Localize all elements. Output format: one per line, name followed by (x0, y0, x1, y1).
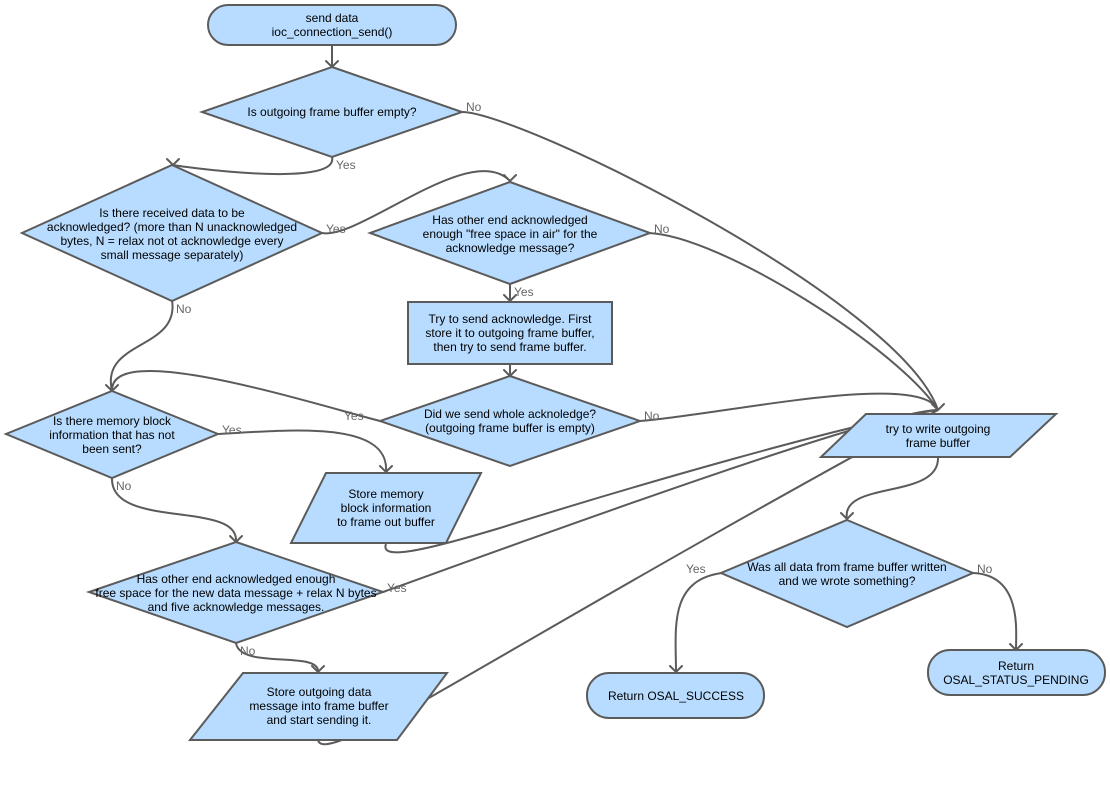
node-return-success-line-1: Return OSAL_SUCCESS (608, 689, 744, 703)
edge-sent-whole-no (639, 392, 939, 422)
io-store-data-message-line-3: and start sending it. (267, 713, 372, 727)
io-write-frame-buffer-line-1: try to write outgoing (886, 422, 991, 436)
decision-received-data: Is there received data to be acknowledge… (19, 163, 325, 303)
io-store-memory-block-line-1: Store memory (348, 487, 423, 501)
label-received-yes: Yes (326, 222, 346, 236)
process-send-ack-line-3: then try to send frame buffer. (433, 340, 586, 354)
edge-memory-block-yes (217, 429, 388, 473)
decision-sent-whole-ack-line-2: (outgoing frame buffer is empty) (425, 421, 595, 435)
label-buffer-empty-no: No (466, 100, 482, 114)
decision-free-space-data-line-3: and five acknowledge messages. (148, 600, 325, 614)
node-start: send data ioc_connection_send() (207, 4, 457, 46)
node-return-success: Return OSAL_SUCCESS (586, 672, 765, 719)
node-start-line-2: ioc_connection_send() (272, 25, 393, 39)
label-free-space-ack-yes: Yes (514, 285, 534, 299)
decision-memory-block-line-3: been sent? (82, 442, 142, 456)
node-return-pending-line-2: OSAL_STATUS_PENDING (943, 673, 1089, 687)
process-send-ack-line-2: store it to outgoing frame buffer, (425, 326, 594, 340)
decision-free-space-data-line-1: Has other end acknowledged enough (137, 572, 336, 586)
decision-buffer-empty-line-1: Is outgoing frame buffer empty? (247, 105, 417, 119)
io-write-frame-buffer: try to write outgoing frame buffer (818, 413, 1059, 458)
io-store-data-message-line-2: message into frame buffer (249, 699, 388, 713)
arrowhead (503, 174, 517, 183)
node-start-line-1: send data (306, 11, 359, 25)
label-buffer-empty-yes: Yes (336, 158, 356, 172)
decision-buffer-empty: Is outgoing frame buffer empty? (198, 65, 466, 159)
decision-free-space-ack-line-1: Has other end acknowledged (432, 213, 587, 227)
edge-memory-block-no (110, 477, 238, 543)
io-store-memory-block-line-2: block information (341, 501, 432, 515)
edge-received-yes (321, 170, 511, 235)
label-free-space-data-yes: Yes (387, 581, 407, 595)
label-free-space-data-no: No (240, 644, 256, 658)
arrowhead (166, 158, 180, 167)
edge-buffer-empty-no (461, 111, 939, 411)
node-return-pending: Return OSAL_STATUS_PENDING (927, 649, 1106, 696)
io-store-data-message: Store outgoing data message into frame b… (187, 672, 449, 741)
edge-all-written-yes (674, 572, 723, 673)
io-store-memory-block: Store memory block information to frame … (289, 472, 483, 544)
decision-memory-block-line-1: Is there memory block (53, 414, 172, 428)
decision-free-space-data-line-2: free space for the new data message + re… (95, 586, 376, 600)
decision-free-space-data: Has other end acknowledged enough free s… (85, 540, 387, 645)
decision-all-written-line-2: and we wrote something? (779, 574, 916, 588)
decision-memory-block: Is there memory block information that h… (3, 389, 221, 480)
label-all-written-yes: Yes (686, 562, 706, 576)
edge-write-to-all-written (845, 456, 940, 520)
edge-received-no (109, 299, 174, 392)
process-send-ack: Try to send acknowledge. First store it … (407, 301, 613, 365)
node-return-pending-line-1: Return (998, 659, 1034, 673)
arrowhead (931, 403, 945, 412)
decision-sent-whole-ack: Did we send whole acknoledge? (outgoing … (376, 374, 644, 468)
decision-received-data-line-1: Is there received data to be (99, 206, 245, 220)
edge-sent-whole-yes (110, 370, 381, 422)
label-received-no: No (176, 302, 192, 316)
decision-sent-whole-ack-line-1: Did we send whole acknoledge? (424, 407, 596, 421)
edge-labels: No Yes Yes No No Yes Yes No Yes No Yes N… (116, 100, 993, 658)
decision-received-data-line-2: acknowledged? (more than N unacknowledge… (47, 220, 297, 234)
io-store-memory-block-line-3: to frame out buffer (337, 515, 435, 529)
decision-free-space-ack: Has other end acknowledged enough "free … (367, 180, 653, 286)
decision-all-written-line-1: Was all data from frame buffer written (747, 560, 946, 574)
label-sent-whole-no: No (644, 409, 660, 423)
edge-free-space-data-no (235, 642, 320, 673)
decision-received-data-line-4: small message separately) (101, 248, 244, 262)
label-all-written-no: No (977, 562, 993, 576)
decision-free-space-ack-line-3: acknowledge message? (446, 241, 575, 255)
decision-received-data-line-3: bytes, N = relax not ot acknowledge ever… (60, 234, 283, 248)
decision-all-written: Was all data from frame buffer written a… (718, 518, 976, 629)
edge-free-space-ack-no (647, 232, 939, 411)
decision-free-space-ack-line-2: enough "free space in air" for the (423, 227, 598, 241)
edge-buffer-empty-yes (171, 156, 334, 176)
decision-memory-block-line-2: information that has not (49, 428, 175, 442)
io-write-frame-buffer-line-2: frame buffer (906, 436, 970, 450)
label-memory-block-no: No (116, 479, 132, 493)
edge-all-written-no (972, 572, 1018, 651)
io-store-data-message-line-1: Store outgoing data (267, 685, 372, 699)
process-send-ack-line-1: Try to send acknowledge. First (429, 312, 593, 326)
label-memory-block-yes: Yes (222, 423, 242, 437)
label-sent-whole-yes: Yes (344, 409, 364, 423)
label-free-space-ack-no: No (654, 222, 670, 236)
